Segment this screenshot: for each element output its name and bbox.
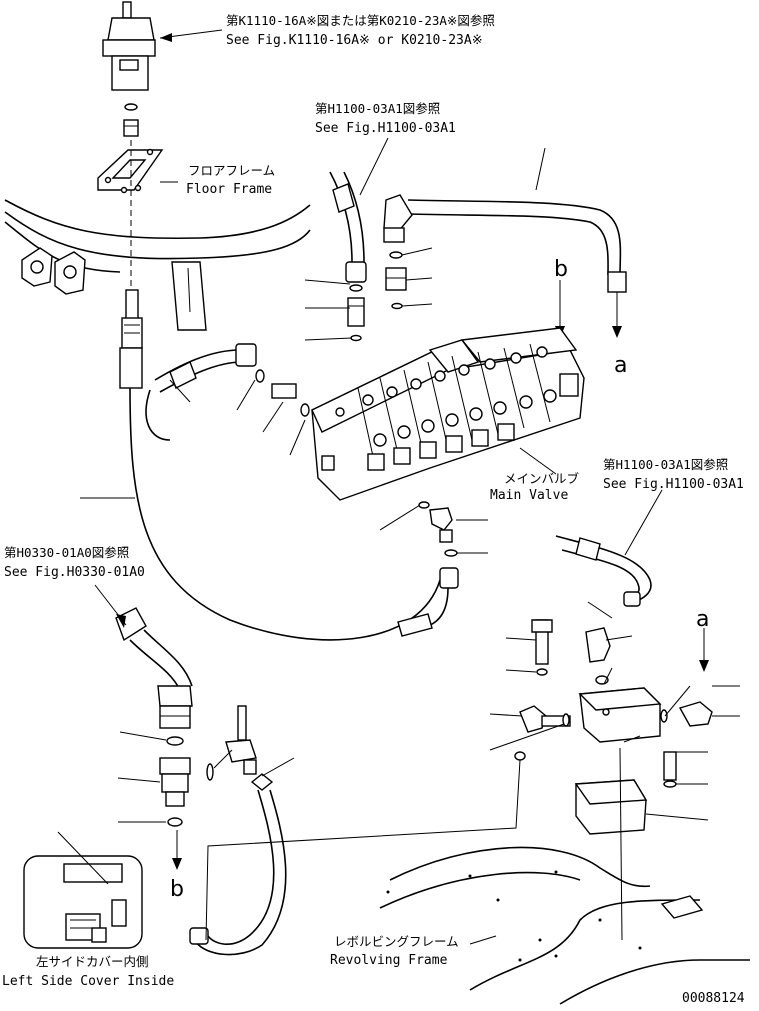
leader-fitting [262, 401, 284, 433]
oring-bracket [514, 751, 526, 761]
arrow-left-hose [116, 614, 126, 628]
connecting-line [205, 759, 521, 941]
leader-bracket [645, 813, 709, 821]
leader-oring-2 [289, 419, 306, 456]
label-left-ref-en: See Fig.H0330-01A0 [4, 565, 145, 580]
label-floor-jp: フロアフレーム [188, 163, 275, 178]
leader-upper-hose [535, 147, 546, 191]
marker-a-right: a [696, 607, 709, 632]
leader-oring-v [379, 504, 421, 531]
left-adapter-stack [159, 736, 191, 870]
leader-right-hose [624, 489, 663, 556]
leader-oring-c2 [304, 337, 353, 341]
label-valve-jp: メインバルブ [504, 471, 580, 486]
marker-b-top: b [554, 257, 568, 282]
leader-oring-c [587, 601, 613, 619]
leader-center-hose [359, 137, 389, 196]
valve-elbow-fitting [397, 501, 459, 637]
label-floor-en: Floor Frame [186, 182, 272, 197]
pilot-valve-assembly [102, 1, 156, 137]
label-revolving-en: Revolving Frame [330, 953, 448, 968]
label-valve-en: Main Valve [490, 488, 568, 503]
label-right-ref-jp: 第H1100-03A1図参照 [603, 457, 728, 472]
leader-oring-f [664, 685, 691, 717]
leader-block [623, 735, 641, 743]
leader-elbow-b [213, 749, 233, 769]
arrow-a2-head [699, 660, 709, 672]
leader-washer-1 [505, 669, 537, 673]
right-side-hose [555, 535, 652, 607]
side-cover-inset [23, 831, 143, 949]
bottom-hose [189, 705, 287, 956]
leader-oring-r1 [401, 247, 433, 256]
floor-plate [97, 148, 164, 194]
label-revolving-jp: レボルビングフレーム [334, 934, 459, 949]
marker-b-bottom: b [170, 877, 184, 902]
leader-oring-c1 [304, 279, 351, 285]
arrow-a-head [612, 326, 622, 338]
leader-oring-d [489, 723, 565, 751]
label-side-cover-en: Left Side Cover Inside [2, 974, 174, 989]
revolving-frame [379, 846, 750, 1005]
leader-adapter-l [117, 777, 161, 783]
leader-fitting-r [405, 277, 433, 281]
center-block-assembly [519, 619, 713, 941]
leader-oring-r2 [401, 303, 433, 307]
leader-elbow [169, 379, 191, 403]
leader-elbow-d [489, 713, 523, 717]
left-hose-fitting [115, 607, 193, 729]
leader-bolt-1 [505, 637, 537, 641]
label-hose-ref-jp: 第H1100-03A1図参照 [315, 101, 440, 116]
upper-right-hose [383, 194, 627, 310]
label-top-ref-en: See Fig.K1110-16A※ or K0210-23A※ [226, 33, 483, 48]
leader-elbow-c [605, 635, 633, 641]
valve-hose-elbow [154, 343, 310, 417]
leader-oring-e [603, 667, 613, 685]
arrow-top-ref [160, 33, 172, 42]
label-top-ref-jp: 第K1110-16A※図または第K0210-23A※図参照 [226, 13, 495, 28]
leader-oring-l1 [119, 731, 167, 741]
label-side-cover-jp: 左サイドカバー内側 [36, 954, 149, 969]
label-hose-ref-en: See Fig.H1100-03A1 [315, 121, 456, 136]
leader-bottom-hose [261, 757, 295, 777]
center-hose [329, 171, 367, 342]
marker-a-top: a [614, 353, 627, 378]
label-left-ref-jp: 第H0330-01A0図参照 [4, 545, 129, 560]
leader-oring-1 [236, 379, 256, 411]
label-right-ref-en: See Fig.H1100-03A1 [603, 477, 744, 492]
drawing-number: 00088124 [682, 991, 745, 1006]
main-valve-body [311, 327, 585, 501]
left-pilot-hose [119, 289, 441, 641]
leader-revolving [469, 935, 497, 945]
leader-valve [519, 447, 557, 475]
floor-frame-beam [4, 199, 311, 331]
